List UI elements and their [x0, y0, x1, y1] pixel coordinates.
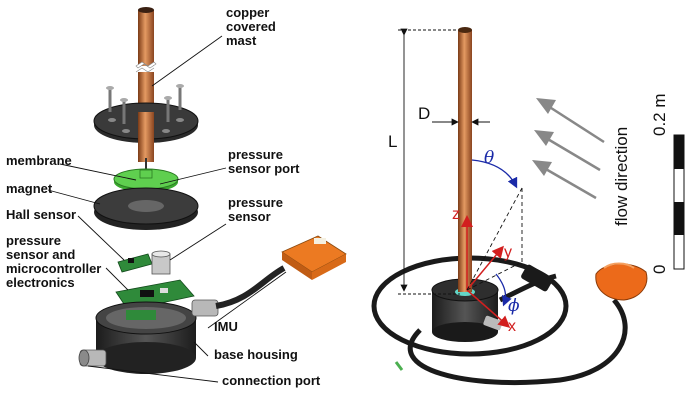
label-pse-l3: microcontroller: [6, 261, 102, 276]
dimension-l-label: L: [388, 132, 398, 151]
label-pressure-sensor: pressure sensor: [228, 196, 283, 224]
label-connection-port: connection port: [222, 373, 321, 388]
scale-top-label: 0.2 m: [650, 93, 669, 136]
label-membrane: membrane: [6, 153, 72, 168]
axis-x-label: x: [508, 318, 516, 335]
assembled-view: [371, 27, 685, 386]
label-imu: IMU: [214, 319, 238, 334]
dimension-d-label: D: [418, 104, 431, 123]
imu-cable: [191, 265, 286, 317]
label-psp-l2: sensor port: [228, 161, 300, 176]
label-hall-sensor: Hall sensor: [6, 207, 77, 222]
label-base-housing: base housing: [214, 347, 298, 362]
label-copper-mast: copper covered mast: [226, 6, 276, 48]
label-magnet: magnet: [6, 181, 53, 196]
orange-imu: [595, 262, 648, 301]
top-flange: [93, 102, 199, 156]
angle-theta-label: θ: [484, 148, 495, 168]
imu-box: [281, 235, 347, 280]
pressure-sensor-part: [151, 250, 171, 275]
cable-plug: [521, 264, 553, 292]
label-psp-l1: pressure: [228, 147, 283, 162]
assembled-mast: [458, 27, 472, 292]
label-pse-l2: sensor and: [6, 247, 76, 262]
flow-direction-label: flow direction: [612, 126, 631, 226]
label-pressure-sensor-port: pressure sensor port: [228, 148, 300, 176]
magnet-disc: [93, 187, 199, 230]
hall-sensor-board: [117, 253, 153, 273]
label-pse-l1: pressure: [6, 233, 61, 248]
label-pressure-sensor-electronics: pressure sensor and microcontroller elec…: [6, 234, 101, 290]
scale-bottom-label: 0: [650, 264, 669, 274]
label-ps-l1: pressure: [228, 195, 283, 210]
axis-y-label: y: [504, 244, 512, 261]
base-housing-part: [95, 301, 197, 374]
connection-port-part: [78, 349, 107, 367]
coordinate-axes: [461, 159, 523, 328]
label-copper-mast-l2: covered: [226, 19, 276, 34]
exploded-view: [47, 7, 347, 383]
axis-z-label: z: [452, 206, 460, 223]
label-ps-l2: sensor: [228, 209, 271, 224]
label-pse-l4: electronics: [6, 275, 75, 290]
flow-arrows: [532, 98, 605, 200]
dimension-l: [398, 28, 460, 295]
screws: [108, 86, 182, 124]
label-copper-mast-l1: copper: [226, 5, 270, 20]
angle-phi-label: ϕ: [508, 296, 520, 316]
label-copper-mast-l3: mast: [226, 33, 257, 48]
leader-lines: [47, 35, 287, 383]
scale-bar: [673, 134, 685, 270]
